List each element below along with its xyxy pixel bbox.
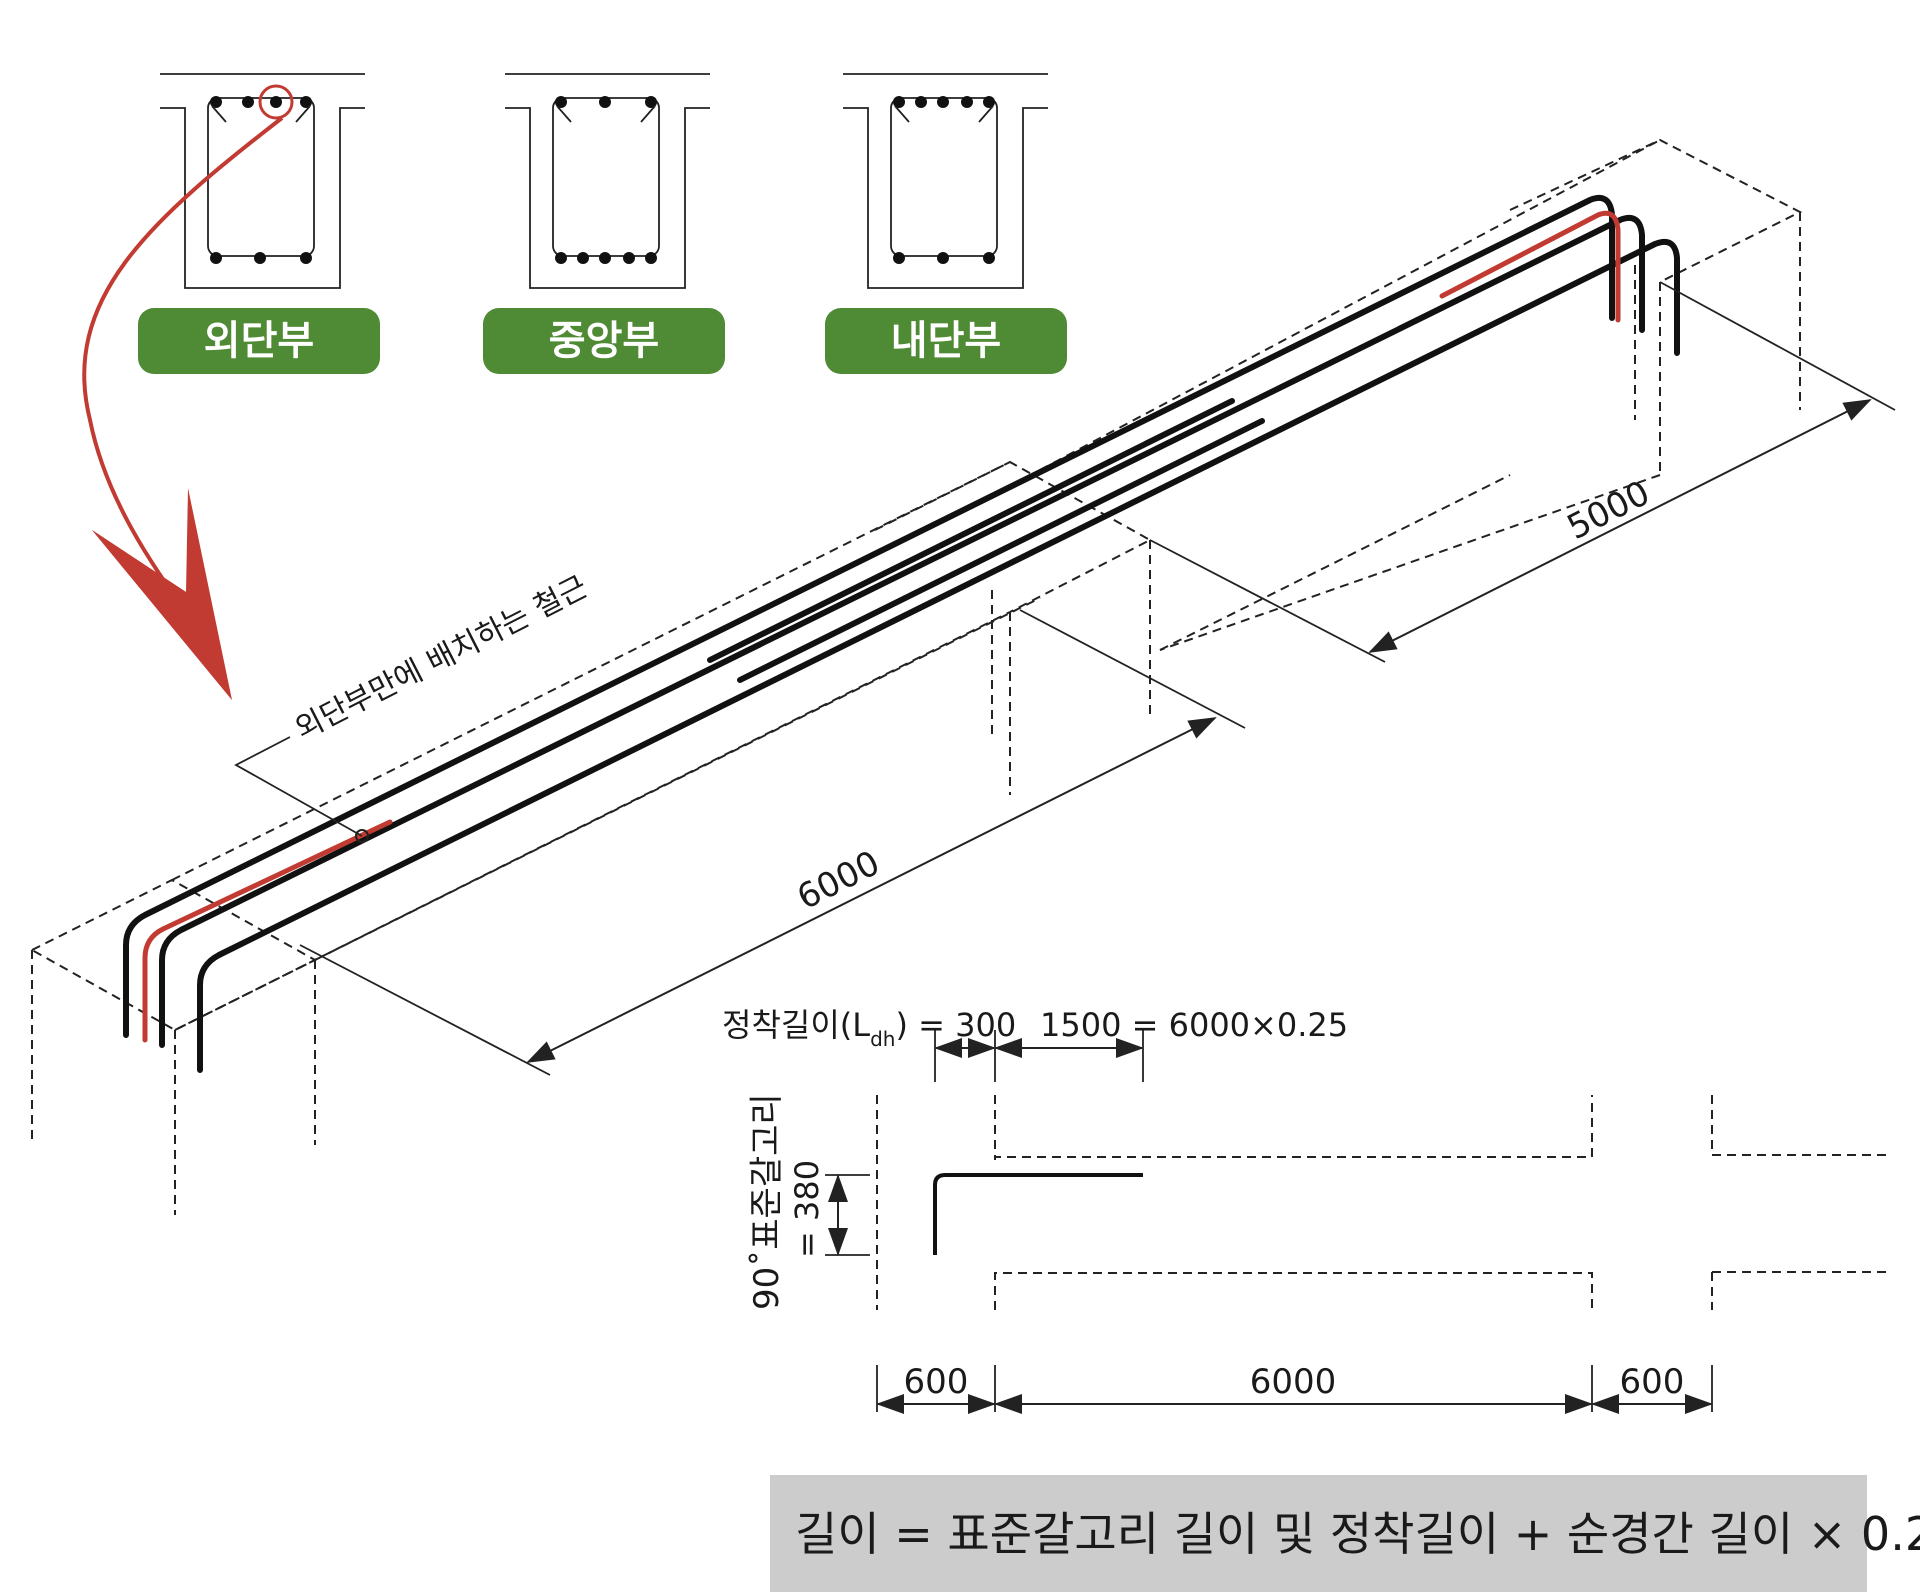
annotation-text: 외단부만에 배치하는 철근: [290, 569, 593, 747]
badge-outer-label: 외단부: [204, 318, 314, 364]
highlight-circle: [258, 84, 294, 120]
dim-col-right: 600: [1620, 1362, 1685, 1402]
section-inner: [843, 73, 1048, 289]
badge-inner-label: 내단부: [891, 318, 1001, 364]
anchorage-label: 정착길이(Ldh) = 300: [722, 1006, 1016, 1051]
section-center: [505, 73, 710, 289]
rebar-center-top-1: [707, 398, 1235, 663]
rebar-4: [197, 238, 1680, 1073]
formula-box: 길이 = 표준갈고리 길이 및 정착길이 + 순경간 길이 × 0.25: [770, 1475, 1920, 1592]
hook-label: 90˚표준갈고리: [747, 1093, 787, 1310]
rebar-3: [159, 214, 1645, 1048]
badge-inner: 내단부: [825, 308, 1067, 374]
extension-label: 1500 = 6000×0.25: [1040, 1006, 1348, 1044]
red-arrow: [82, 116, 284, 700]
rebar-red-outer-left: [142, 819, 393, 1043]
rebar-red-outer-right: [1439, 210, 1621, 323]
section-outer: [160, 73, 365, 289]
dim-5000-iso: 5000: [1149, 281, 1896, 663]
formula-text: 길이 = 표준갈고리 길이 및 정착길이 + 순경간 길이 × 0.25: [795, 1507, 1920, 1561]
badge-center: 중앙부: [483, 308, 725, 374]
dim-span: 6000: [1250, 1362, 1337, 1402]
rebar-1: [123, 194, 1615, 1038]
dim-col-left: 600: [904, 1362, 969, 1402]
badge-outer: 외단부: [138, 308, 380, 374]
rebar-center-top-2: [737, 418, 1265, 683]
detail-elevation: 90˚표준갈고리 = 380 정착길이(Ldh) = 300 1500 = 60…: [722, 1006, 1890, 1414]
hook-value: = 380: [788, 1160, 826, 1258]
badge-center-label: 중앙부: [549, 318, 659, 364]
rebar-group: [123, 194, 1680, 1073]
dim-5000-label: 5000: [1561, 473, 1656, 548]
